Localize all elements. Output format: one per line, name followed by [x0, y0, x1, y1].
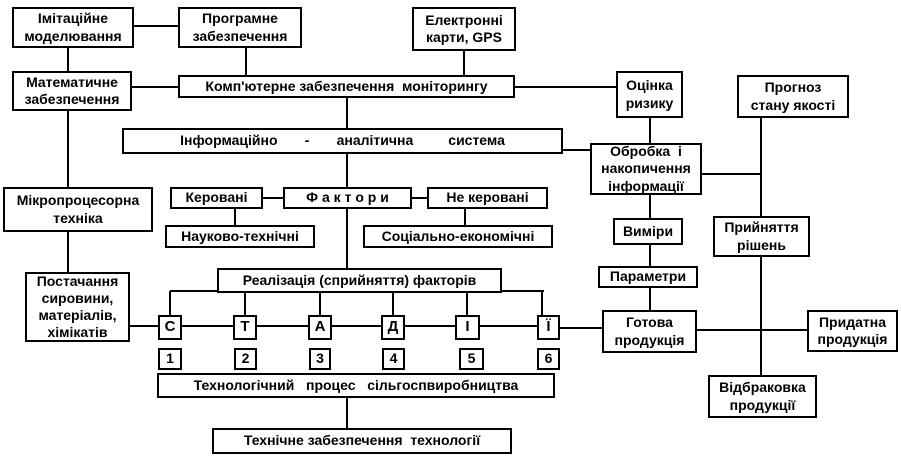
connector-line [332, 325, 381, 327]
node-letter-t: Т [233, 315, 257, 340]
node-number-6: 6 [537, 348, 560, 370]
node-math-support: Математичне забезпечення [12, 71, 132, 111]
node-factor-realization: Реалізація (сприйняття) факторів [217, 268, 502, 293]
connector-line [466, 293, 468, 315]
connector-line [244, 293, 246, 315]
connector-line [234, 209, 236, 225]
connector-line [346, 98, 348, 128]
node-number-1: 1 [158, 348, 182, 370]
connector-line [563, 149, 590, 151]
node-letter-d: Д [381, 315, 405, 340]
connector-line [760, 118, 762, 216]
node-quality-forecast: Прогноз стану якості [737, 75, 849, 118]
node-number-5: 5 [459, 348, 484, 370]
node-software: Програмне забезпечення [178, 7, 302, 48]
connector-line [697, 329, 807, 331]
connector-line [346, 398, 348, 428]
connector-line [480, 325, 537, 327]
node-risk-assessment: Оцінка ризику [616, 71, 683, 118]
node-parameters: Параметри [598, 266, 698, 288]
node-letter-a: А [308, 315, 332, 340]
node-number-4: 4 [382, 348, 405, 370]
connector-line [67, 232, 69, 272]
node-suitable-products: Придатна продукція [807, 310, 898, 352]
connector-line [541, 291, 543, 315]
connector-line [412, 197, 427, 199]
connector-line [405, 325, 455, 327]
node-scientific-technical: Науково-технічні [165, 225, 315, 248]
node-processing-accumulation: Обробка і накопичення інформації [590, 143, 702, 195]
connector-line [649, 118, 651, 143]
connector-line [257, 325, 308, 327]
connector-line [67, 48, 69, 71]
connector-line [130, 325, 158, 327]
node-controlled-factors: Керовані [170, 187, 263, 209]
connector-line [463, 51, 465, 75]
node-letter-i: І [455, 315, 480, 340]
node-tech-process: Технологічний процес сільгоспвиробництва [157, 373, 555, 398]
node-product-rejection: Відбраковка продукції [708, 375, 817, 418]
node-number-3: 3 [309, 348, 331, 370]
connector-line [346, 154, 348, 187]
node-electronic-maps-gps: Електронні карти, GPS [412, 7, 516, 51]
node-imitation-modeling: Імітаційне моделювання [12, 7, 134, 48]
connector-line [392, 293, 394, 315]
connector-line [502, 290, 544, 292]
node-supply-raw-materials: Постачання сировини, матеріалів, хімікат… [25, 272, 130, 342]
node-tech-support: Технічне забезпечення технології [212, 428, 512, 454]
connector-line [560, 327, 602, 329]
node-factors: Ф а к т о р и [283, 187, 412, 209]
connector-line [132, 86, 178, 88]
node-letter-yi: Ї [537, 315, 560, 340]
node-info-analytical-system: Інформаційно - аналітична система [122, 128, 563, 154]
node-microprocessor-tech: Мікропроцесорна техніка [3, 187, 153, 232]
connector-line [649, 288, 651, 310]
node-socio-economic: Соціально-економічні [363, 225, 553, 248]
node-measurements: Виміри [613, 218, 683, 245]
connector-line [649, 245, 651, 266]
node-decision-making: Прийняття рішень [713, 216, 810, 257]
connector-line [263, 197, 283, 199]
connector-line [134, 25, 178, 27]
connector-line [169, 291, 171, 315]
connector-line [515, 86, 616, 88]
connector-line [649, 195, 651, 218]
connector-line [464, 209, 466, 225]
node-letter-s: С [158, 315, 182, 340]
connector-line [702, 173, 762, 175]
connector-line [245, 48, 247, 75]
node-finished-products: Готова продукція [602, 310, 697, 353]
connector-line [67, 111, 69, 187]
connector-line [319, 293, 321, 315]
connector-line [170, 290, 217, 292]
node-number-2: 2 [234, 348, 257, 370]
connector-line [760, 257, 762, 375]
node-uncontrolled-factors: Не керовані [427, 187, 548, 209]
connector-line [182, 325, 233, 327]
connector-line [346, 209, 348, 268]
node-computer-support: Комп'ютерне забезпечення моніторингу [178, 75, 515, 98]
